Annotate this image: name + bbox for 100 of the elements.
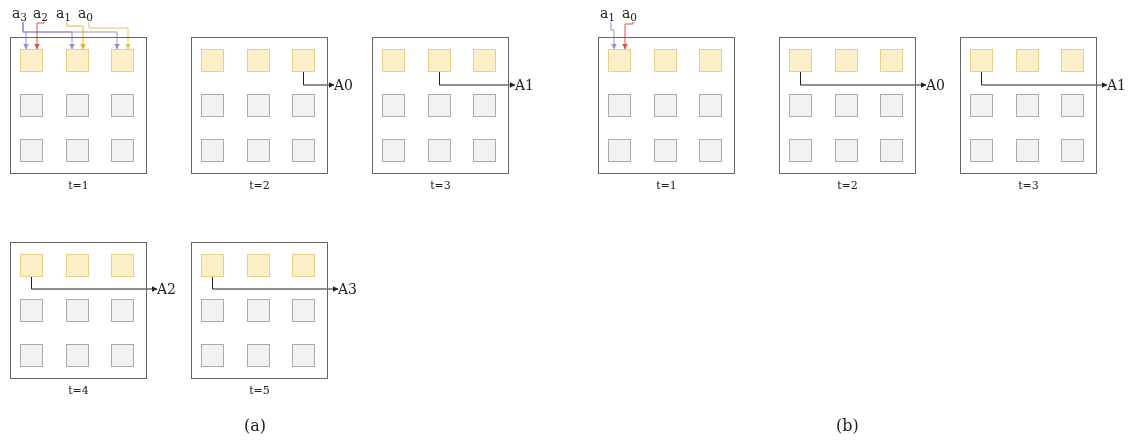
grid-cell	[111, 139, 134, 162]
highlighted-cell	[292, 254, 315, 277]
grid-cell	[20, 94, 43, 117]
grid-cell	[1061, 139, 1084, 162]
arrow	[800, 71, 927, 88]
grid-cell	[835, 139, 858, 162]
highlighted-cell	[247, 49, 270, 72]
arrow	[610, 21, 617, 50]
highlighted-cell	[247, 254, 270, 277]
grid-panel	[960, 37, 1097, 174]
highlighted-cell	[835, 49, 858, 72]
grid-cell	[292, 344, 315, 367]
grid-cell	[428, 94, 451, 117]
grid-cell	[699, 139, 722, 162]
highlighted-cell	[880, 49, 903, 72]
grid-cell	[1061, 94, 1084, 117]
variable-label: a$_{1}$	[56, 2, 72, 24]
grid-cell	[66, 94, 89, 117]
time-step-label: t=1	[68, 179, 89, 193]
grid-cell	[111, 94, 134, 117]
grid-cell	[382, 139, 405, 162]
time-step-label: t=5	[249, 384, 270, 398]
grid-cell	[382, 94, 405, 117]
grid-cell	[201, 344, 224, 367]
grid-panel	[779, 37, 916, 174]
highlighted-cell	[66, 49, 89, 72]
grid-cell	[789, 94, 812, 117]
time-step-label: t=3	[1018, 179, 1039, 193]
highlighted-cell	[20, 254, 43, 277]
arrow	[34, 21, 45, 50]
grid-cell	[201, 139, 224, 162]
arrow	[22, 21, 120, 50]
grid-cell	[880, 94, 903, 117]
subfigure-caption: (a)	[244, 416, 267, 436]
grid-cell	[970, 94, 993, 117]
grid-cell	[20, 139, 43, 162]
grid-cell	[292, 94, 315, 117]
grid-cell	[473, 94, 496, 117]
grid-cell	[428, 139, 451, 162]
variable-label: a$_{3}$	[12, 2, 28, 24]
arrow	[439, 71, 516, 88]
grid-cell	[608, 139, 631, 162]
grid-cell	[111, 344, 134, 367]
variable-label: A2	[157, 278, 177, 300]
grid-cell	[970, 139, 993, 162]
time-step-label: t=1	[656, 179, 677, 193]
variable-label: a$_{0}$	[622, 2, 638, 24]
highlighted-cell	[608, 49, 631, 72]
time-step-label: t=2	[249, 179, 270, 193]
grid-cell	[66, 139, 89, 162]
grid-cell	[247, 94, 270, 117]
variable-label: A3	[338, 278, 358, 300]
highlighted-cell	[654, 49, 677, 72]
highlighted-cell	[1061, 49, 1084, 72]
grid-cell	[111, 299, 134, 322]
variable-label: A1	[515, 74, 535, 96]
highlighted-cell	[473, 49, 496, 72]
grid-cell	[247, 139, 270, 162]
arrow	[88, 21, 131, 50]
grid-cell	[654, 139, 677, 162]
grid-panel	[191, 37, 328, 174]
arrow	[66, 21, 86, 50]
grid-cell	[20, 299, 43, 322]
time-step-label: t=2	[837, 179, 858, 193]
highlighted-cell	[201, 49, 224, 72]
grid-cell	[247, 299, 270, 322]
grid-cell	[789, 139, 812, 162]
grid-cell	[880, 139, 903, 162]
grid-cell	[1016, 139, 1039, 162]
grid-cell	[292, 139, 315, 162]
grid-cell	[20, 344, 43, 367]
highlighted-cell	[201, 254, 224, 277]
variable-label: a$_{2}$	[33, 2, 49, 24]
highlighted-cell	[789, 49, 812, 72]
arrow	[31, 276, 158, 292]
grid-cell	[201, 299, 224, 322]
highlighted-cell	[66, 254, 89, 277]
arrow	[303, 71, 335, 88]
grid-cell	[608, 94, 631, 117]
grid-panel	[10, 242, 147, 379]
variable-label: A1	[1107, 74, 1127, 96]
time-step-label: t=3	[430, 179, 451, 193]
variable-label: A0	[334, 74, 354, 96]
grid-cell	[699, 94, 722, 117]
grid-panel	[372, 37, 509, 174]
highlighted-cell	[20, 49, 43, 72]
arrow	[212, 276, 339, 292]
highlighted-cell	[382, 49, 405, 72]
arrow	[981, 71, 1108, 88]
grid-panel	[598, 37, 735, 174]
grid-cell	[835, 94, 858, 117]
variable-label: A0	[926, 74, 946, 96]
variable-label: a$_{0}$	[78, 2, 94, 24]
grid-cell	[66, 344, 89, 367]
grid-panel	[191, 242, 328, 379]
subfigure-caption: (b)	[836, 416, 859, 436]
grid-cell	[654, 94, 677, 117]
highlighted-cell	[292, 49, 315, 72]
highlighted-cell	[111, 254, 134, 277]
variable-label: a$_{1}$	[600, 2, 616, 24]
